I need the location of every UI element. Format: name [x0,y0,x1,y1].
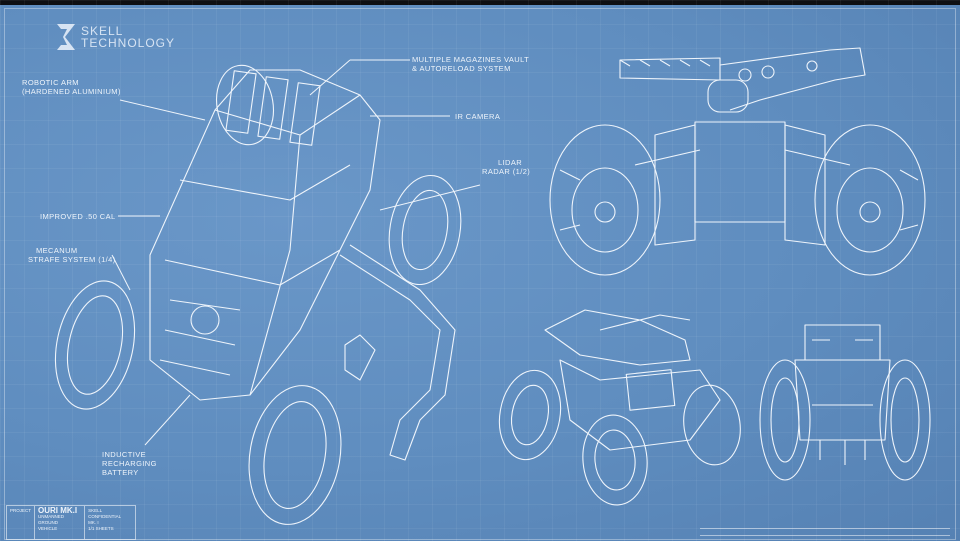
callout-robotic-arm: ROBOTIC ARM (HARDENED ALUMINIUM) [22,78,121,96]
title-block: PROJECT OURI MK.I UNMANNED GROUND VEHICL… [6,505,136,540]
brand-name-line2: TECHNOLOGY [81,36,176,50]
title-block-project-name: OURI MK.I [38,506,78,515]
callout-inductive-line3: BATTERY [102,468,139,477]
callout-inductive-line1: INDUCTIVE [102,450,147,459]
callout-magazines-line2: & AUTORELOAD SYSTEM [412,64,511,73]
callout-lidar-line2: RADAR (1/2) [482,167,531,176]
title-block-project-label: PROJECT [10,508,32,513]
bottom-rule-lines [700,528,950,536]
callout-cal-label: IMPROVED .50 Cal [40,212,116,221]
callout-lidar: LIDAR RADAR (1/2) [482,158,530,176]
callout-robotic-arm-line1: ROBOTIC ARM [22,78,79,87]
title-block-info-cell: SKELL CONFIDENTIAL MK. I 1/1 SHEETS [85,506,135,539]
callout-magazines-line1: MULTIPLE MAGAZINES VAULT [412,55,530,64]
title-block-sheet: 1/1 SHEETS [88,526,114,531]
title-block-classification: SKELL CONFIDENTIAL [88,508,122,519]
callout-robotic-arm-line2: (HARDENED ALUMINIUM) [22,87,121,96]
brand-name-line1: SKELL [81,24,124,38]
back-view-drawing [759,324,931,481]
callout-magazines: MULTIPLE MAGAZINES VAULT & AUTORELOAD SY… [412,55,529,73]
callout-mecanum-line2: STRAFE SYSTEM (1/4) [28,255,116,264]
top-bar [0,0,960,5]
leader-lines [111,59,481,446]
title-block-project-sub2: VEHICLE [38,526,58,531]
brand-logo: SKELL TECHNOLOGY [55,22,175,52]
callout-ir-camera: IR CAMERA [455,112,500,121]
callout-mecanum: MECANUM STRAFE SYSTEM (1/4) [28,246,116,264]
title-block-label-cell: PROJECT [7,506,36,539]
sheet-frame [4,8,956,540]
title-block-project-cell: OURI MK.I UNMANNED GROUND VEHICLE [35,506,86,539]
callout-inductive: INDUCTIVE RECHARGING BATTERY [102,450,157,477]
title-block-project-sub1: UNMANNED GROUND [38,514,65,525]
callout-ir-camera-label: IR CAMERA [455,112,501,121]
brand-name: SKELL TECHNOLOGY [81,25,175,49]
callout-mecanum-line1: MECANUM [36,246,78,255]
callout-lidar-line1: LIDAR [498,158,523,167]
main-vehicle-drawing [54,64,462,525]
title-block-revision: MK. I [88,520,99,525]
callout-inductive-line2: RECHARGING [102,459,157,468]
rear-isometric-view-drawing [498,309,741,506]
callout-cal: IMPROVED .50 Cal [40,212,116,221]
front-view-drawing [549,47,926,276]
